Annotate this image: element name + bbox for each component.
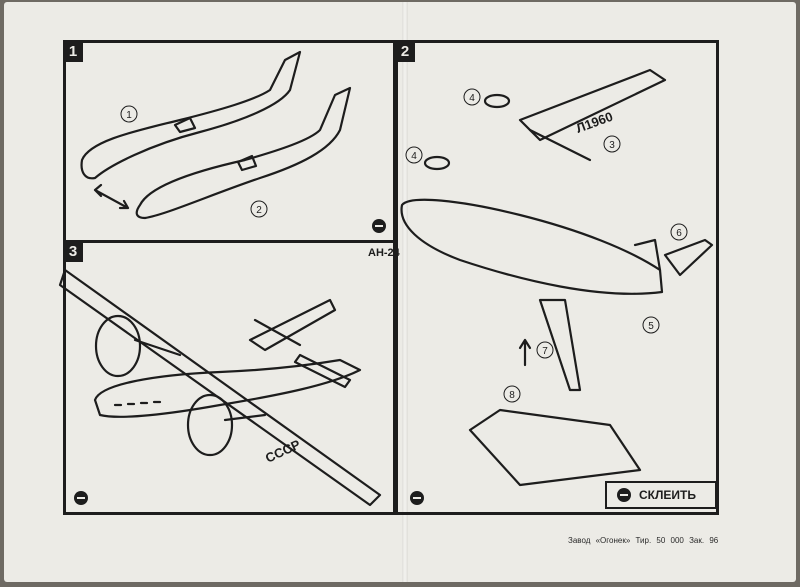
callout-6: 6 (670, 223, 688, 241)
panel-number: 3 (63, 240, 83, 262)
callout-2: 2 (250, 200, 268, 218)
svg-text:8: 8 (509, 390, 515, 401)
panel-2: 2 (395, 40, 719, 515)
fuselage-text: СССР (263, 436, 303, 465)
stabilizer-part-6 (663, 238, 714, 277)
legend-label: СКЛЕИТЬ (639, 488, 696, 502)
glue-icon (372, 219, 386, 233)
callout-4b: 4 (405, 146, 423, 164)
svg-text:5: 5 (648, 321, 654, 332)
base-part-8 (468, 408, 642, 487)
callout-8: 8 (503, 385, 521, 403)
svg-text:2: 2 (256, 205, 262, 216)
glue-icon (410, 491, 424, 505)
svg-text:6: 6 (676, 228, 682, 239)
part-callouts: 1 2 3 4 4 5 6 7 8 (120, 88, 688, 403)
callout-5: 5 (642, 316, 660, 334)
callout-4a: 4 (463, 88, 481, 106)
fuselage-half-part-2 (135, 86, 352, 220)
stand-part-5 (538, 298, 582, 392)
il18-wing (518, 68, 667, 162)
il18-fuselage (400, 198, 664, 295)
print-info: Завод «Огонек» Тир. 50 000 Зак. 96 (568, 536, 719, 545)
panel-number: 1 (63, 40, 83, 62)
model-label: АН-24 (368, 247, 400, 259)
an24-aircraft (58, 268, 382, 507)
svg-text:1: 1 (126, 110, 132, 121)
svg-text:4: 4 (469, 93, 475, 104)
glue-icon (74, 491, 88, 505)
up-arrow (518, 338, 532, 367)
callout-7: 7 (536, 341, 554, 359)
svg-text:3: 3 (609, 140, 615, 151)
glue-legend: СКЛЕИТЬ (605, 481, 717, 509)
fuselage-half-part-1 (80, 50, 302, 180)
panel-number: 2 (395, 40, 415, 62)
propellers (423, 93, 511, 171)
assembly-arrow (93, 183, 130, 210)
svg-text:4: 4 (411, 151, 417, 162)
svg-text:7: 7 (542, 346, 548, 357)
callout-1: 1 (120, 105, 138, 123)
glue-icon (617, 488, 631, 502)
callout-3: 3 (603, 135, 621, 153)
panel-3: 3 (63, 240, 396, 515)
